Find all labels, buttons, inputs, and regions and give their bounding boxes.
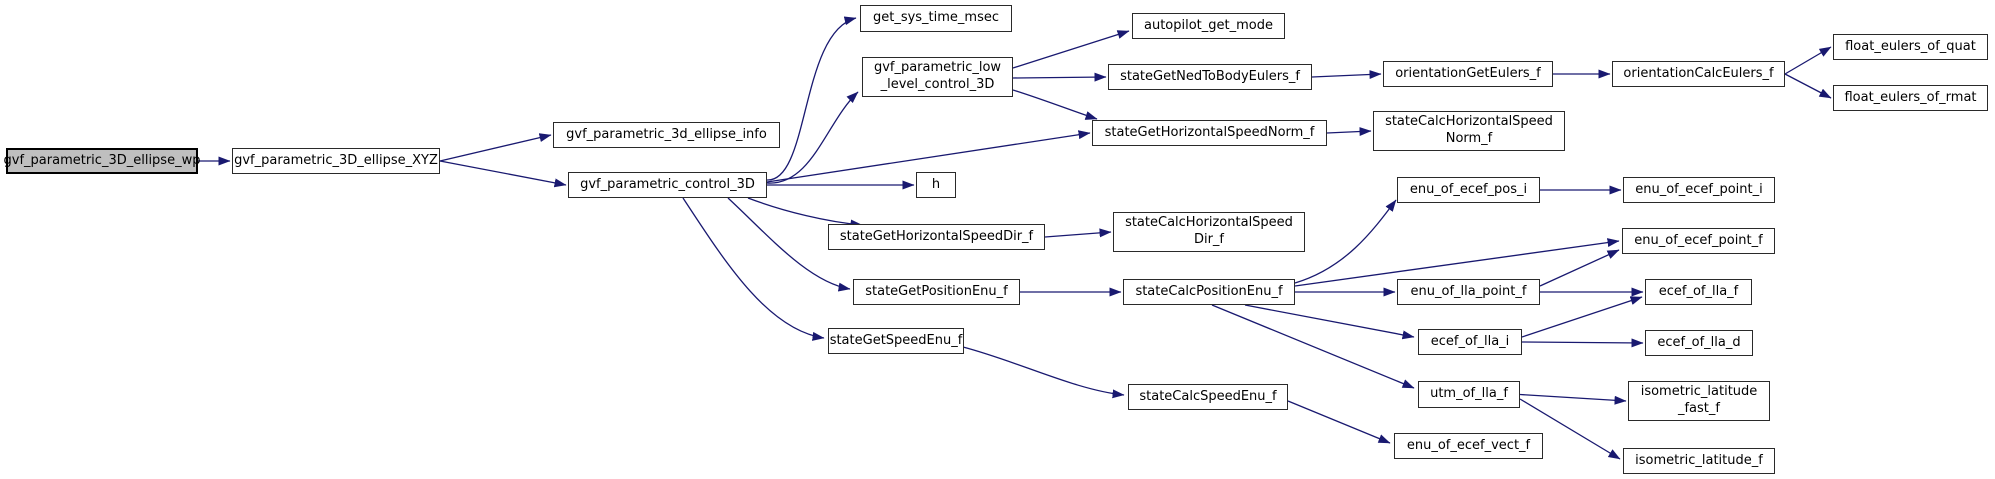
edge-low-ned (1012, 72, 1107, 82)
graph-node-label: gvf_parametric_3d_ellipse_info (566, 126, 767, 142)
graph-node-label: gvf_parametric_3D_ellipse_wp (3, 152, 201, 168)
graph-node-orientcalc[interactable]: orientationCalcEulers_f (1612, 61, 1785, 87)
graph-node-label: ecef_of_lla_d (1657, 334, 1741, 350)
graph-node-rmat[interactable]: float_eulers_of_rmat (1833, 85, 1988, 111)
graph-node-label: float_eulers_of_rmat (1844, 89, 1977, 105)
edge-ctrl-speed (682, 197, 825, 341)
edge-ned-orientget (1311, 70, 1382, 79)
edge-calcpos-ecef_lla_i (1244, 304, 1415, 340)
edge-llapoint-point_f (1539, 249, 1620, 287)
graph-node-h[interactable]: h (916, 172, 956, 198)
graph-node-isofast[interactable]: isometric_latitude _fast_f (1628, 381, 1770, 421)
graph-node-label: utm_of_lla_f (1430, 386, 1508, 402)
graph-node-calcdir[interactable]: stateCalcHorizontalSpeed Dir_f (1113, 212, 1305, 252)
edge-calcpos-pos_i (1294, 199, 1397, 284)
graph-node-label: gvf_parametric_3D_ellipse_XYZ (234, 152, 438, 168)
graph-node-dir[interactable]: stateGetHorizontalSpeedDir_f (828, 224, 1045, 250)
graph-node-time[interactable]: get_sys_time_msec (860, 5, 1012, 32)
graph-node-label: enu_of_ecef_point_f (1634, 232, 1763, 248)
graph-node-ned[interactable]: stateGetNedToBodyEulers_f (1108, 64, 1312, 90)
edge-calcspeed-vect (1287, 400, 1391, 444)
graph-node-ecef_lla_d[interactable]: ecef_of_lla_d (1645, 330, 1753, 356)
graph-node-ctrl[interactable]: gvf_parametric_control_3D (568, 172, 767, 198)
graph-node-speed[interactable]: stateGetSpeedEnu_f (828, 328, 964, 354)
edge-calcpos-point_f (1294, 238, 1620, 287)
graph-node-label: float_eulers_of_quat (1845, 38, 1976, 54)
graph-node-label: enu_of_ecef_pos_i (1409, 181, 1528, 197)
edge-orientcalc-quat (1784, 46, 1832, 75)
graph-node-calcpos[interactable]: stateCalcPositionEnu_f (1123, 279, 1295, 305)
graph-node-llapoint[interactable]: enu_of_lla_point_f (1397, 279, 1540, 305)
graph-node-quat[interactable]: float_eulers_of_quat (1833, 34, 1988, 60)
graph-node-label: gvf_parametric_low _level_control_3D (873, 60, 1002, 92)
graph-node-norm[interactable]: stateGetHorizontalSpeedNorm_f (1092, 120, 1327, 146)
graph-node-label: orientationGetEulers_f (1395, 65, 1541, 81)
edge-ctrl-norm (766, 130, 1091, 183)
edge-orientcalc-rmat (1784, 73, 1832, 99)
graph-node-xyz[interactable]: gvf_parametric_3D_ellipse_XYZ (232, 148, 440, 174)
graph-node-label: ecef_of_lla_f (1658, 283, 1739, 299)
graph-node-label: gvf_parametric_control_3D (580, 176, 755, 192)
graph-node-info[interactable]: gvf_parametric_3d_ellipse_info (553, 122, 780, 148)
edge-ecef_lla_i-ecef_lla_f (1521, 296, 1643, 338)
edge-ctrl-pos (727, 197, 851, 292)
graph-node-isolat[interactable]: isometric_latitude_f (1623, 448, 1775, 474)
graph-node-point_i[interactable]: enu_of_ecef_point_i (1623, 177, 1775, 203)
graph-node-label: autopilot_get_mode (1144, 17, 1273, 33)
edge-low-apmode (1012, 30, 1130, 69)
graph-node-apmode[interactable]: autopilot_get_mode (1132, 13, 1285, 39)
edge-norm-calcnorm (1326, 127, 1372, 137)
graph-node-orientget[interactable]: orientationGetEulers_f (1383, 61, 1553, 87)
graph-node-point_f[interactable]: enu_of_ecef_point_f (1622, 228, 1775, 254)
graph-node-ecef_lla_i[interactable]: ecef_of_lla_i (1418, 329, 1522, 355)
edge-ctrl-time (766, 16, 857, 181)
edge-dir-calcdir (1044, 228, 1112, 238)
edge-calcpos-utm (1211, 304, 1415, 389)
graph-node-wp: gvf_parametric_3D_ellipse_wp (4, 148, 200, 174)
edge-utm-isofast (1519, 393, 1627, 405)
graph-node-label: get_sys_time_msec (872, 10, 1000, 26)
graph-node-label: stateGetHorizontalSpeedNorm_f (1104, 124, 1315, 140)
graph-node-label: ecef_of_lla_i (1430, 333, 1510, 349)
edge-xyz-ctrl (439, 160, 567, 188)
graph-node-vect[interactable]: enu_of_ecef_vect_f (1394, 433, 1543, 459)
graph-node-label: stateGetPositionEnu_f (865, 283, 1008, 299)
graph-node-label: h (931, 176, 941, 192)
edge-ecef_lla_i-ecef_lla_d (1521, 338, 1644, 348)
edge-speed-calcspeed (962, 346, 1125, 399)
edge-xyz-info (439, 133, 552, 162)
graph-node-label: enu_of_ecef_vect_f (1406, 437, 1531, 453)
graph-node-label: stateGetHorizontalSpeedDir_f (839, 228, 1034, 244)
edge-utm-isolat (1519, 398, 1621, 460)
graph-node-low[interactable]: gvf_parametric_low _level_control_3D (862, 57, 1013, 97)
graph-node-ecef_lla_f[interactable]: ecef_of_lla_f (1645, 279, 1752, 305)
edge-ctrl-dir (747, 197, 863, 229)
graph-node-label: isometric_latitude_f (1635, 452, 1763, 468)
edge-ctrl-low (766, 91, 859, 184)
edge-low-norm (1012, 89, 1098, 120)
graph-node-pos[interactable]: stateGetPositionEnu_f (853, 279, 1020, 305)
graph-node-pos_i[interactable]: enu_of_ecef_pos_i (1397, 177, 1540, 203)
graph-node-label: stateCalcHorizontalSpeed Norm_f (1385, 114, 1553, 146)
graph-node-label: isometric_latitude _fast_f (1640, 384, 1758, 416)
graph-node-calcspeed[interactable]: stateCalcSpeedEnu_f (1128, 384, 1288, 410)
graph-node-label: enu_of_lla_point_f (1410, 283, 1527, 299)
graph-node-label: orientationCalcEulers_f (1623, 65, 1774, 81)
graph-node-utm[interactable]: utm_of_lla_f (1418, 381, 1520, 408)
graph-node-label: stateGetNedToBodyEulers_f (1120, 68, 1300, 84)
graph-node-label: stateCalcSpeedEnu_f (1139, 388, 1277, 404)
graph-node-label: stateCalcPositionEnu_f (1135, 283, 1283, 299)
graph-node-label: stateGetSpeedEnu_f (829, 332, 963, 348)
graph-node-label: enu_of_ecef_point_i (1635, 181, 1763, 197)
graph-node-label: stateCalcHorizontalSpeed Dir_f (1125, 215, 1293, 247)
graph-node-calcnorm[interactable]: stateCalcHorizontalSpeed Norm_f (1373, 111, 1565, 151)
